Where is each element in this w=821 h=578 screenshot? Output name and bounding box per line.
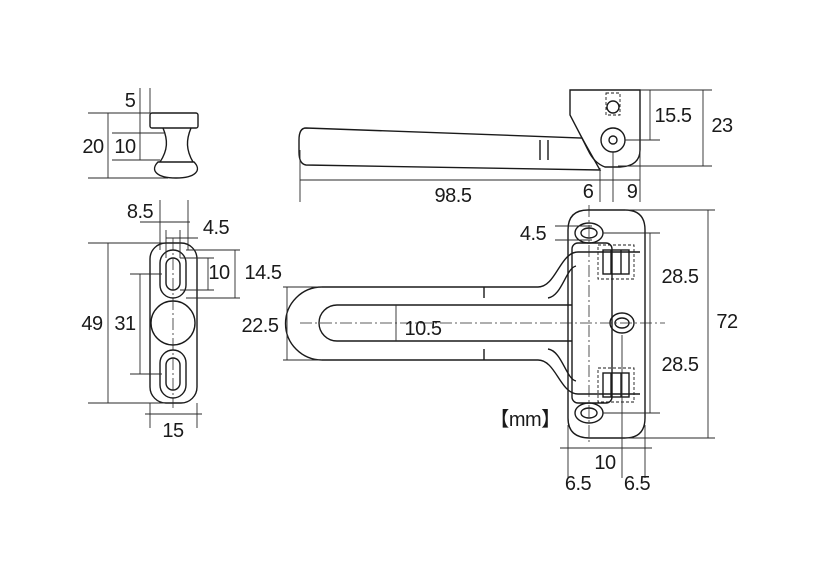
door-guard-front-view: 4.5 28.5 28.5 72 22.5 10.5 6.5 10 6.5 【m…	[242, 205, 738, 495]
dim-plate-height: 49	[81, 313, 103, 335]
lower-screw-hidden	[597, 367, 635, 403]
dim-hole-diameter: 4.5	[520, 223, 547, 245]
knob-side-view: 5 20 10	[82, 88, 199, 179]
dim-lever-bracket: 9	[627, 181, 638, 203]
dim-center-spacing: 10	[594, 452, 616, 474]
dim-lever-pivot: 15.5	[655, 105, 692, 127]
dim-plate-pitch: 31	[114, 313, 136, 335]
knob-cap	[149, 112, 199, 129]
knob-neck-right	[186, 127, 194, 163]
dim-plate-width: 15	[162, 420, 184, 442]
pivot-pin	[608, 135, 618, 145]
dim-upper-pitch: 28.5	[662, 266, 699, 288]
lever-bracket	[569, 89, 641, 168]
dim-lever-length: 98.5	[435, 185, 472, 207]
upper-screw	[602, 249, 630, 275]
dim-arm-width: 22.5	[242, 315, 279, 337]
dim-lower-pitch: 28.5	[662, 354, 699, 376]
dim-plate-slot-width: 4.5	[203, 217, 230, 239]
dim-overall-height: 72	[716, 311, 738, 333]
pivot-circle	[600, 127, 626, 153]
screw-head	[606, 100, 620, 114]
arm-slot	[318, 304, 572, 342]
lower-screw	[602, 372, 630, 398]
plate-front-view: 8.5 4.5 10 14.5 49 31 15	[81, 200, 282, 442]
lever-side-view: 98.5 6 9 15.5 23	[298, 89, 733, 207]
knob-base	[153, 161, 199, 179]
dim-left-margin: 6.5	[565, 473, 592, 495]
dim-plate-slot-outer: 14.5	[245, 262, 282, 284]
dim-knob-neck: 10	[114, 136, 136, 158]
arm-inner-edge	[547, 265, 577, 299]
dim-right-margin: 6.5	[624, 473, 651, 495]
units-label: 【mm】	[489, 409, 560, 431]
plate-outline	[149, 242, 198, 404]
knob-neck-left	[159, 127, 168, 163]
dim-knob-overall: 20	[82, 136, 104, 158]
upper-screw-hidden	[597, 244, 635, 280]
dim-plate-slot-inner: 10	[208, 262, 230, 284]
dim-knob-top: 5	[125, 90, 136, 112]
dim-lever-height: 23	[711, 115, 733, 137]
screw-hidden	[605, 92, 621, 116]
arm-outer	[284, 251, 640, 395]
lever-arm	[298, 127, 602, 171]
arm-inner-edge	[547, 348, 577, 382]
dim-lever-offset: 6	[583, 181, 594, 203]
dim-slot-width: 10.5	[405, 318, 442, 340]
dim-plate-top-offset: 8.5	[127, 201, 154, 223]
